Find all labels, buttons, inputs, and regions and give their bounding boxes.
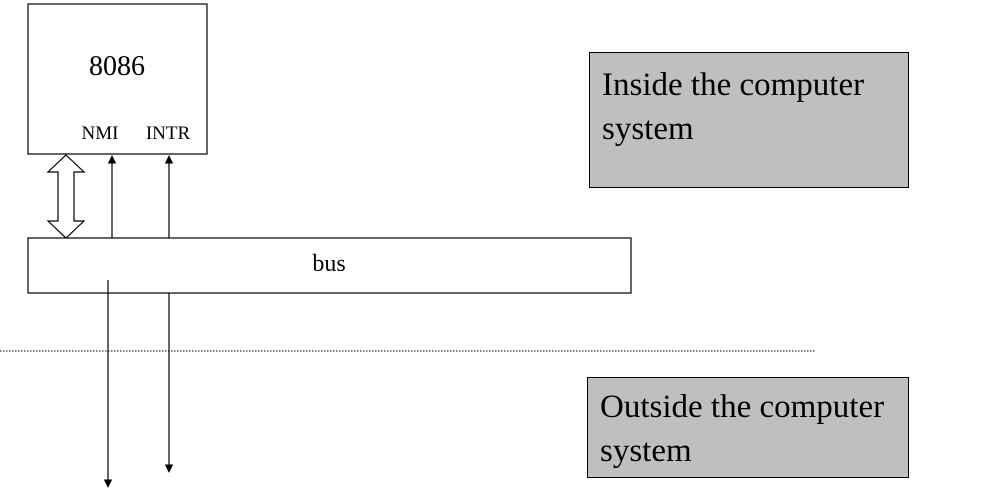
cpu-bus-double-arrow bbox=[46, 154, 86, 239]
cpu-box bbox=[27, 3, 208, 155]
intr-pin-label: INTR bbox=[146, 123, 191, 144]
inside-system-box: Inside the computer system bbox=[589, 52, 909, 188]
nmi-pin-label: NMI bbox=[82, 123, 119, 144]
bus-box bbox=[27, 237, 632, 294]
outside-system-box: Outside the computer system bbox=[587, 377, 909, 478]
bus-label: bus bbox=[312, 251, 345, 277]
cpu-label: 8086 bbox=[89, 51, 145, 82]
